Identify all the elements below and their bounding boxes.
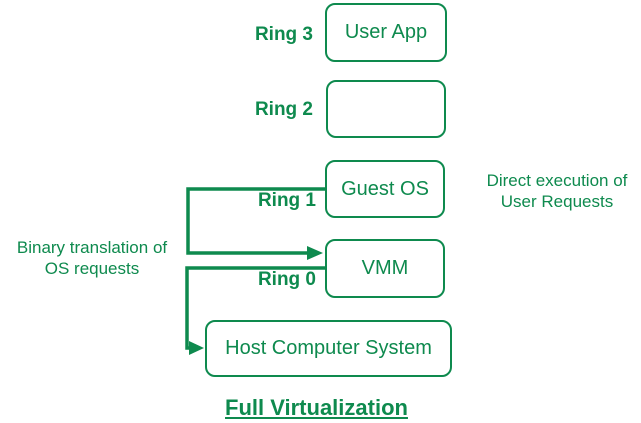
host-computer-system-box: Host Computer System (205, 320, 452, 377)
user-app-box: User App (325, 3, 447, 62)
vmm-box: VMM (325, 239, 445, 298)
binary-translation-annotation: Binary translation of OS requests (2, 237, 182, 279)
direct-execution-annotation: Direct execution of User Requests (467, 170, 641, 212)
user-app-box-label: User App (344, 21, 428, 43)
binary-translation-arrow-line (186, 187, 325, 255)
binary-translation-arrowhead-icon (307, 246, 323, 260)
guest-os-box: Guest OS (325, 160, 445, 218)
diagram-title: Full Virtualization (225, 395, 408, 420)
guest-os-box-label: Guest OS (341, 177, 429, 200)
vmm-to-host-arrowhead-icon (189, 341, 204, 355)
binary-translation-annotation-line1: Binary translation of (16, 238, 168, 257)
direct-execution-annotation-line2: User Requests (500, 192, 614, 211)
host-computer-system-box-label: Host Computer System (225, 337, 432, 359)
ring1-label: Ring 1 (257, 190, 316, 211)
vmm-box-label: VMM (361, 257, 409, 279)
ring0-label: Ring 0 (257, 269, 316, 290)
binary-translation-annotation-line2: OS requests (44, 259, 140, 278)
vmm-to-host-arrow-line (185, 266, 325, 350)
direct-execution-annotation-line1: Direct execution of (486, 171, 628, 190)
ring3-label: Ring 3 (254, 24, 313, 45)
ring2-empty-box (326, 80, 446, 138)
ring2-label: Ring 2 (254, 99, 313, 120)
